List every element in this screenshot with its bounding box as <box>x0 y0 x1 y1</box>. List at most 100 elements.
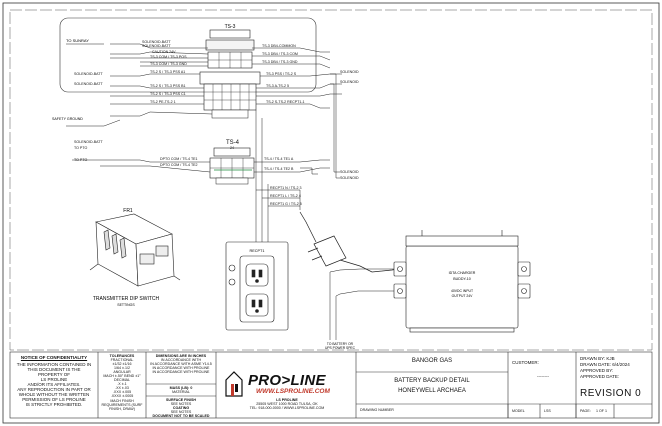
wire-label: TS-3 A-TS-2 5 <box>266 84 289 88</box>
wire-label: TS-3 DB4 / TS-3 GND <box>262 60 298 64</box>
proline-logo-url: WWW.LSPROLINE.COM <box>256 388 330 395</box>
left-marker-lines <box>66 43 121 161</box>
terminal-strip-ts2 <box>199 71 261 119</box>
tolerances-heading: TOLERANCES <box>109 354 135 358</box>
wire-label: DPTO COM / TS-4 TE1 <box>160 157 198 161</box>
mass-sub: MATERIAL <box>172 390 190 394</box>
title-block-grid <box>9 351 653 419</box>
customer-value: -------- <box>537 374 549 379</box>
drawn-by: DRAWN BY: KJB <box>580 356 615 361</box>
wire-label: TS-3 PSS / TS-2 S <box>266 72 297 76</box>
wire-label: TS-2 S-TS-2 RECPT1-1 <box>266 100 305 104</box>
plug-cord <box>299 211 407 273</box>
safety-ground-label: SAFETY GROUND <box>52 117 83 121</box>
tolerance-line: .XX ±.03 <box>115 386 129 390</box>
wire-label: SOLENOID-BATT <box>142 40 171 44</box>
dimensions-block: DIMENSIONS ARE IN INCHES IN ACCORDANCE W… <box>148 354 214 374</box>
ts4-wires <box>100 159 330 173</box>
wire-label: TS-3 DB4-COMMON <box>262 44 296 48</box>
model-value: LSS <box>544 409 551 413</box>
bbu-model: BUDDY-10 <box>453 277 470 281</box>
confidentiality-line: WHOLE WITHOUT THE WRITTEN <box>18 392 90 397</box>
wire-label: CAUTION 24V <box>152 50 176 54</box>
fr1-module <box>89 213 181 287</box>
confidentiality-line: ANY REPRODUCTION IN PART OR <box>17 387 91 392</box>
revision-label: REVISION 0 <box>580 388 642 399</box>
wire-label: TS-2 PE-TS-2 1 <box>150 100 176 104</box>
coating-label: COATING <box>172 406 190 410</box>
dimension-note: IN ACCORDANCE WITH PROLINE <box>152 370 210 374</box>
enclosure-outline <box>59 17 317 93</box>
company-line: LS PROLINE <box>276 398 298 402</box>
surface-sub: SEE NOTES <box>170 402 192 406</box>
model-label: MODEL <box>512 409 525 413</box>
ts3-label: TS-3 <box>225 24 236 30</box>
left-label: SOLENOID-BATT <box>74 82 103 86</box>
battery-backup-unit <box>393 230 531 333</box>
tolerances-block: TOLERANCES FRACTIONAL ±1/32 ±1/16 1/64 ±… <box>100 354 144 411</box>
project-name: BANGOR GAS <box>411 358 453 364</box>
ts3-left-wires <box>110 43 209 67</box>
dimension-note: IN ACCORDANCE WITH PROLINE <box>152 366 210 370</box>
drawing-title-1: BATTERY BACKUP DETAIL <box>394 378 470 384</box>
ts4-sublabel: 24 <box>230 146 234 150</box>
proline-logo-mark <box>225 371 243 397</box>
wire-label: DPTO COM / TS-4 TE2 <box>160 163 198 167</box>
approved-date: APPROVED DATE: <box>580 374 620 379</box>
confidentiality-line: IS STRICTLY PROHIBITED. <box>25 402 83 407</box>
drawn-date: DRAWN DATE: 6/4/2024 <box>580 362 630 367</box>
wire-label: TS-3 COM / TS-3 GND <box>150 62 187 66</box>
ts3-right-wires <box>252 47 331 69</box>
left-label: TO PTO <box>74 158 88 162</box>
wire-label: RECPT1 N / TS-2 3 <box>270 186 302 190</box>
sheet-value: 1 OF 1 <box>596 409 607 413</box>
terminal-strip-ts4 <box>209 147 255 185</box>
confidentiality-line: THIS DOCUMENT IS THE <box>27 367 81 372</box>
bbu-title: IDTA CHARGER <box>449 271 476 275</box>
mass-label: MASS (LB): 0 <box>169 386 193 390</box>
company-line: TEL: 918-000-0000 / WWW.LSPROLINE.COM <box>249 406 325 410</box>
tolerance-line: 1/64 ±.1/2 <box>114 366 130 370</box>
wire-label: RECPT1 G / TS-2 5 <box>270 202 302 206</box>
approved-by: APPROVED BY: <box>580 368 614 373</box>
terminal-strip-ts3 <box>205 29 255 69</box>
customer-label: CUSTOMER: <box>512 360 539 365</box>
right-out-label: SOLENOID <box>340 80 359 84</box>
ts4-label: TS-4 <box>226 140 240 146</box>
tolerance-line: .XXX ±.005 <box>112 390 132 394</box>
wire-label: RECPT1 L / TS-2 4 <box>270 194 301 198</box>
fr1-label: FR1 <box>123 208 133 214</box>
left-label: SOLENOID-BATT <box>74 72 103 76</box>
ts2-left-wires <box>110 73 213 117</box>
confidentiality-text: THE INFORMATION CONTAINED IN THIS DOCUME… <box>12 362 96 407</box>
confidentiality-line: PROPERTY OF <box>37 372 71 377</box>
dip-switch-sublabel: SETTINGS <box>117 303 135 307</box>
confidentiality-line: PERMISSION OF LS PROLINE <box>22 397 86 402</box>
wire-label: TS-2 S / TS-3 PSS B1 <box>150 84 186 88</box>
company-line: 25505 WEST 1000 ROAD TULSA, OK <box>256 402 318 406</box>
tolerance-line: DECIMAL <box>114 378 130 382</box>
drawing-title-2: HONEYWELL ARCHAEA <box>398 388 466 394</box>
receptacle-enclosure <box>225 241 289 331</box>
dimension-note: IN ACCORDANCE WITH ASME Y14.5 <box>150 362 212 366</box>
dimension-note: IN ACCORDANCE WITH <box>160 358 202 362</box>
wire-label: TS-3 COM / TS-3 POS <box>150 55 187 59</box>
finish-note: MACH FINISH REQUIREMENTS (SURF FINISH, D… <box>101 399 143 411</box>
tolerance-line: .X ±.1 <box>117 382 127 386</box>
wire-label: TS-2 S / TS-3 PSS C1 <box>150 92 186 96</box>
dip-switch-label: TRANSMITTER DIP SWITCH <box>93 296 160 302</box>
left-label: SOLENOID-BATT <box>74 140 103 144</box>
bbu-note-2: OUTPUT 24V <box>452 294 474 298</box>
wire-label: TS-2 S / TS-3 PSS A1 <box>150 70 186 74</box>
sheet-label: PAGE: <box>580 409 591 413</box>
dimensions-heading: DIMENSIONS ARE IN INCHES <box>155 354 207 358</box>
receptacle-label: RECPT1 <box>250 249 265 253</box>
wire-label: TS-3 DB4 / TS-3 COM <box>262 52 298 56</box>
to-sunray-label: TO SUNRAY <box>66 38 89 43</box>
drawing-area-frame <box>9 9 653 351</box>
wire-label: TS-4 / TS-4 TE2 B <box>264 167 294 171</box>
wire-label: TS-4 / TS-4 TE1 A <box>264 157 294 161</box>
surface-label: SURFACE FINISH <box>166 398 196 402</box>
tolerance-line: MACH ±.50° BEND ±1° <box>103 374 141 378</box>
